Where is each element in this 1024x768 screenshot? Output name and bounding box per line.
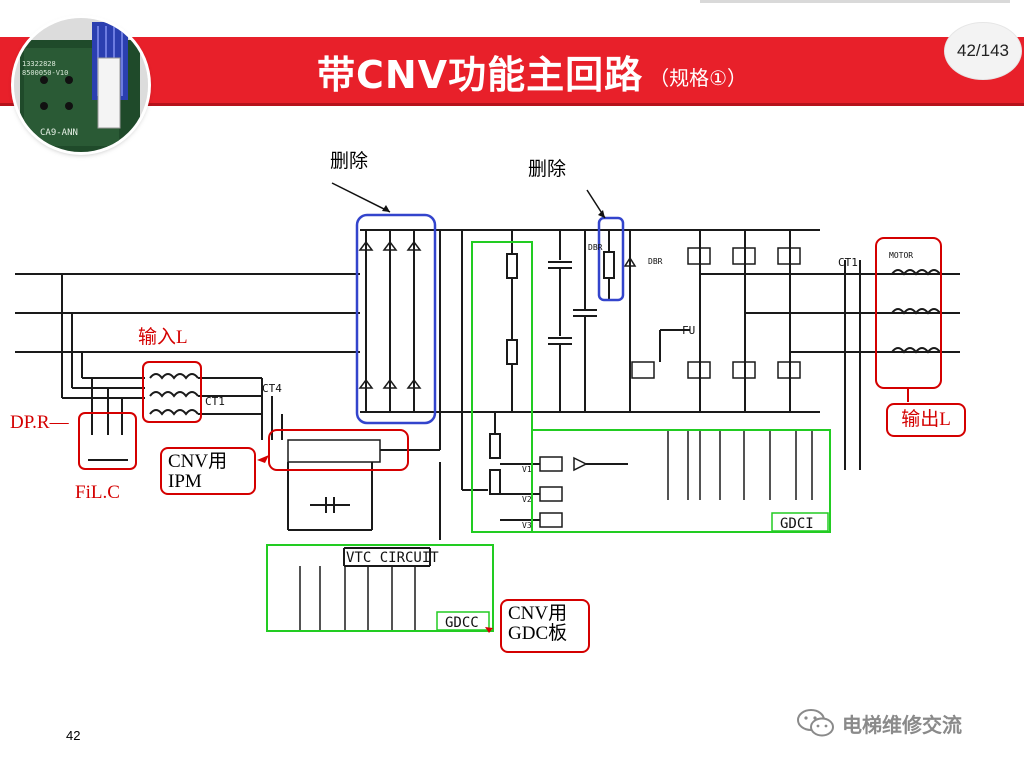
title-banner — [0, 37, 1024, 105]
watermark: 电梯维修交流 — [796, 708, 962, 738]
ct4-label: CT4 — [262, 382, 282, 395]
delete-label-right: 删除 — [528, 159, 567, 180]
v1-label: V1 — [522, 465, 532, 474]
fil-c-label: FiL.C — [75, 482, 120, 503]
input-l-label: 输入L — [138, 327, 188, 348]
motor-label: MOTOR — [889, 251, 913, 260]
dbr-label: DBR — [588, 243, 603, 252]
title-banner-shadow — [0, 103, 1024, 106]
filter-cap-box — [78, 412, 137, 470]
gdc1-board-box — [531, 429, 831, 533]
rectifier-highlight-box — [355, 213, 437, 425]
wechat-icon — [797, 709, 834, 737]
ct1-label: CT1 — [205, 395, 225, 408]
dp-r-label: DP.R— — [10, 412, 69, 433]
footer-page-number: 42 — [66, 728, 81, 743]
photo-text-2: 8500050-V10 — [22, 69, 68, 77]
slide-title: 带CNV功能主回路 （规格①） — [0, 37, 1024, 105]
photo-text-3: CA9-ANN — [40, 128, 78, 138]
page-indicator[interactable]: 42/143 — [944, 22, 1022, 80]
cnv-ipm-highlight-box — [268, 429, 409, 471]
green-box-vertical — [471, 241, 533, 533]
gdcc-label: GDCC — [445, 615, 479, 631]
cnv-ipm-callout: CNV用 IPM — [160, 447, 256, 495]
gdc1-label: GDCI — [780, 516, 814, 532]
gdcc-board-box — [266, 544, 494, 632]
fu-label: FU — [682, 324, 695, 337]
dbr2-label: DBR — [648, 257, 663, 266]
title-main: 带CNV功能主回路 — [316, 52, 644, 97]
top-edge-line — [700, 0, 1010, 3]
output-l-callout: 输出L — [886, 403, 966, 437]
title-subtitle: （规格①） — [649, 65, 748, 90]
watermark-text: 电梯维修交流 — [842, 712, 962, 737]
v2-label: V2 — [522, 495, 532, 504]
photo-text-1: 13322828 — [22, 60, 56, 68]
input-l-box — [142, 361, 202, 423]
ct1-out-label: CT1 — [838, 256, 858, 269]
v3-label: V3 — [522, 521, 532, 530]
dbr-highlight-box — [597, 216, 625, 302]
board-photo: 13322828 8500050-V10 CA9-ANN — [14, 18, 148, 152]
delete-label-left: 删除 — [330, 151, 369, 172]
board-photo-image: 13322828 8500050-V10 CA9-ANN — [14, 18, 148, 152]
cnv-gdc-callout: CNV用 GDC板 — [500, 599, 590, 653]
vtc-circuit-label: VTC CIRCUIT — [346, 550, 439, 566]
